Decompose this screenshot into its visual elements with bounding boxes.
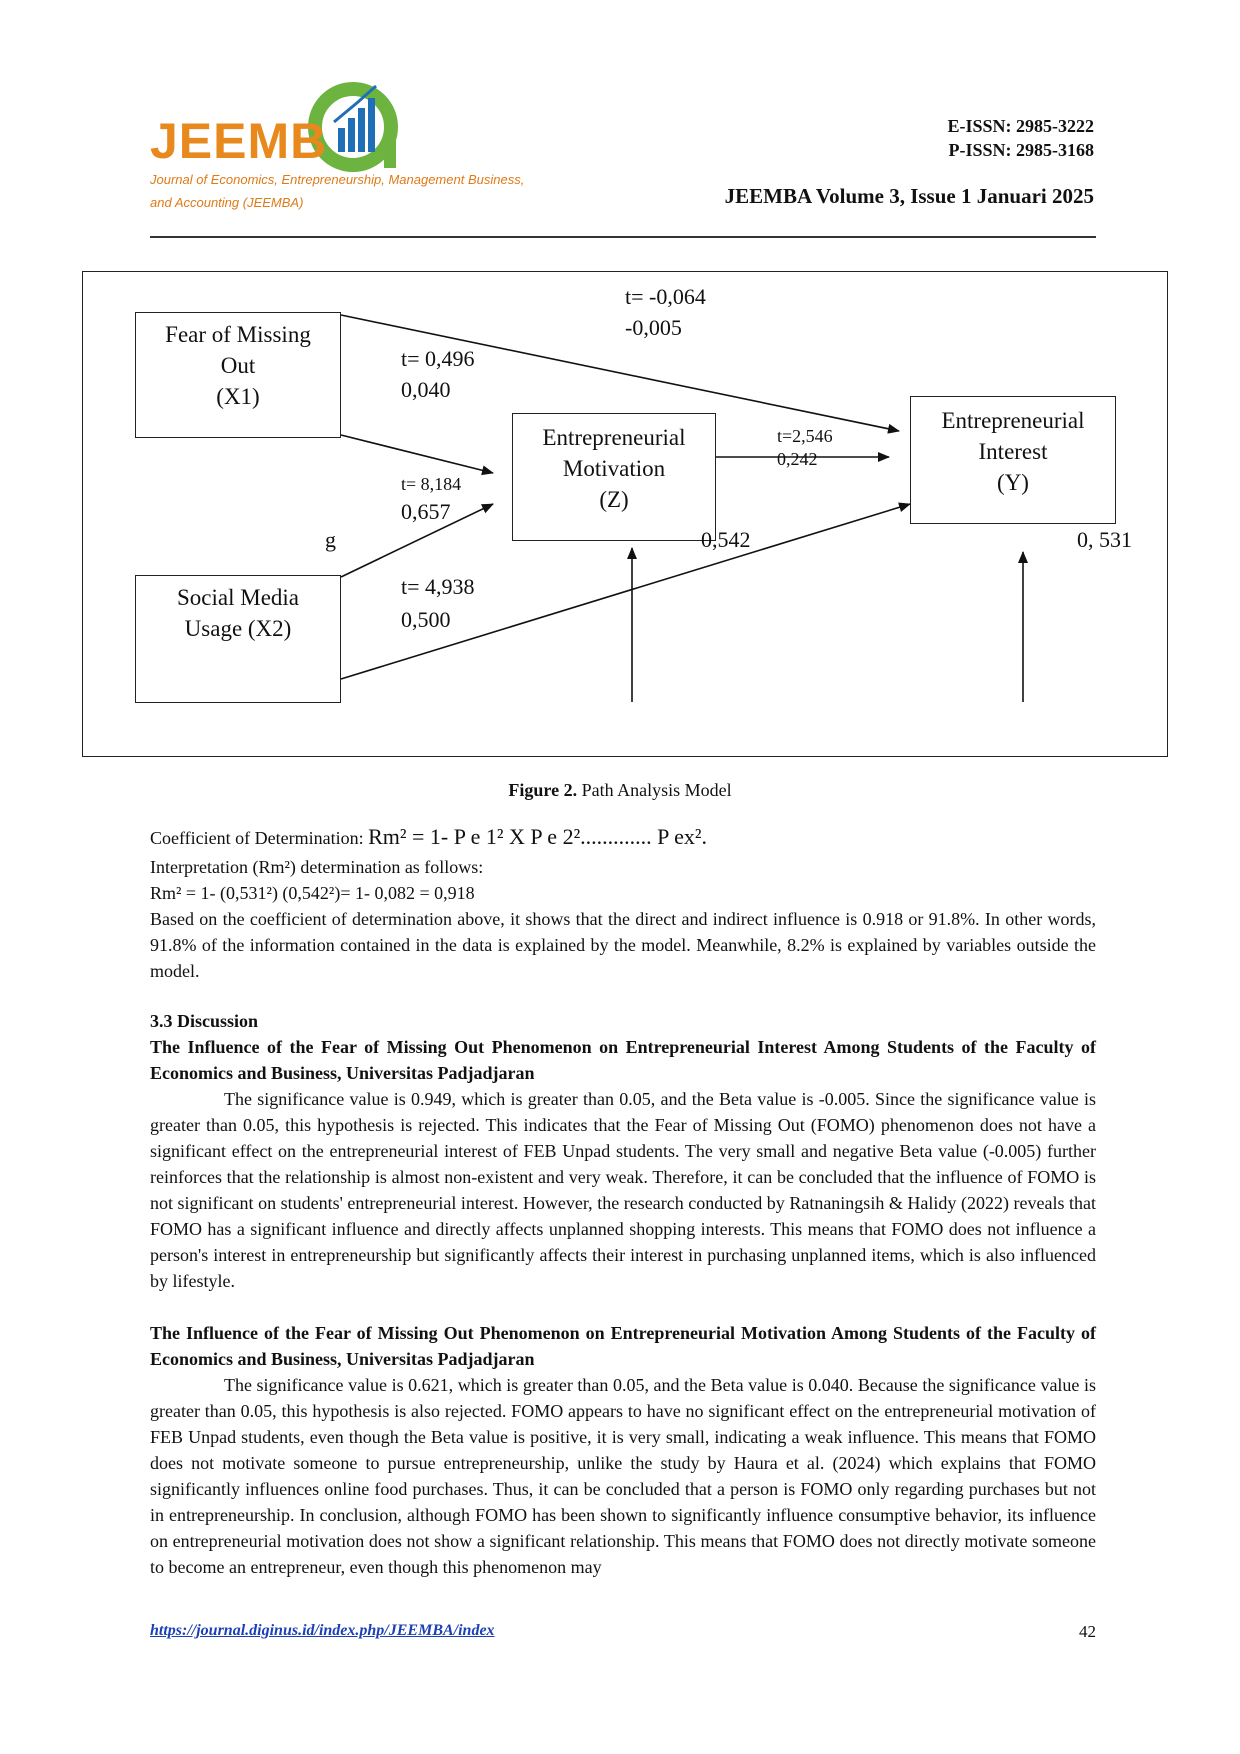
label-x2-y-t: t= 4,938	[401, 574, 475, 599]
formula-line: Coefficient of Determination: Rm² = 1- P…	[150, 824, 707, 849]
label-stray-g: g	[325, 527, 336, 552]
eissn: E-ISSN: 2985-3222	[947, 116, 1094, 136]
interpretation-line: Interpretation (Rm²) determination as fo…	[150, 857, 484, 877]
label-x1-y-beta: -0,005	[625, 315, 682, 340]
label-x1-z-t: t= 0,496	[401, 346, 475, 371]
label-x2-z-t: t= 8,184	[401, 474, 462, 494]
subheading-fomo-motivation: The Influence of the Fear of Missing Out…	[150, 1323, 1096, 1369]
summary-paragraph: Based on the coefficient of determinatio…	[150, 909, 1096, 981]
figure-caption: Figure 2. Path Analysis Model	[508, 780, 732, 800]
volume-issue: JEEMBA Volume 3, Issue 1 Januari 2025	[724, 184, 1094, 208]
label-x2-z-beta: 0,657	[401, 499, 451, 524]
arrow-x1-to-z	[340, 434, 494, 476]
pissn: P-ISSN: 2985-3168	[948, 140, 1094, 160]
arrow-x1-to-y	[340, 314, 900, 434]
header-divider	[150, 236, 1096, 238]
label-x1-y-t: t= -0,064	[625, 284, 706, 309]
section-heading: 3.3 Discussion	[150, 1011, 259, 1031]
label-x2-y-beta: 0,500	[401, 607, 451, 632]
journal-url-link[interactable]: https://journal.diginus.id/index.php/JEE…	[150, 1622, 495, 1639]
label-error-z: 0,542	[701, 527, 751, 552]
label-x1-z-beta: 0,040	[401, 377, 451, 402]
journal-logo	[150, 72, 550, 212]
paragraph-fomo-interest: The significance value is 0.949, which i…	[150, 1089, 1096, 1291]
paragraph-fomo-motivation: The significance value is 0.621, which i…	[150, 1375, 1096, 1577]
arrow-x2-to-z	[340, 503, 494, 578]
logo-subtitle-line-2: and Accounting (JEEMBA)	[150, 195, 304, 210]
logo-subtitle-line-1: Journal of Economics, Entrepreneurship, …	[150, 172, 525, 187]
label-error-y: 0, 531	[1077, 527, 1132, 552]
label-z-y-t: t=2,546	[777, 426, 833, 446]
page-number: 42	[1079, 1622, 1096, 1641]
path-arrows	[340, 314, 1028, 702]
calculation-line: Rm² = 1- (0,531²) (0,542²)= 1- 0,082 = 0…	[150, 883, 475, 903]
logo-wordmark: JEEMB	[150, 113, 328, 169]
label-z-y-beta: 0,242	[777, 449, 818, 469]
subheading-fomo-interest: The Influence of the Fear of Missing Out…	[150, 1037, 1096, 1083]
logo-emblem-icon	[308, 82, 398, 172]
arrow-x2-to-y	[340, 502, 911, 680]
